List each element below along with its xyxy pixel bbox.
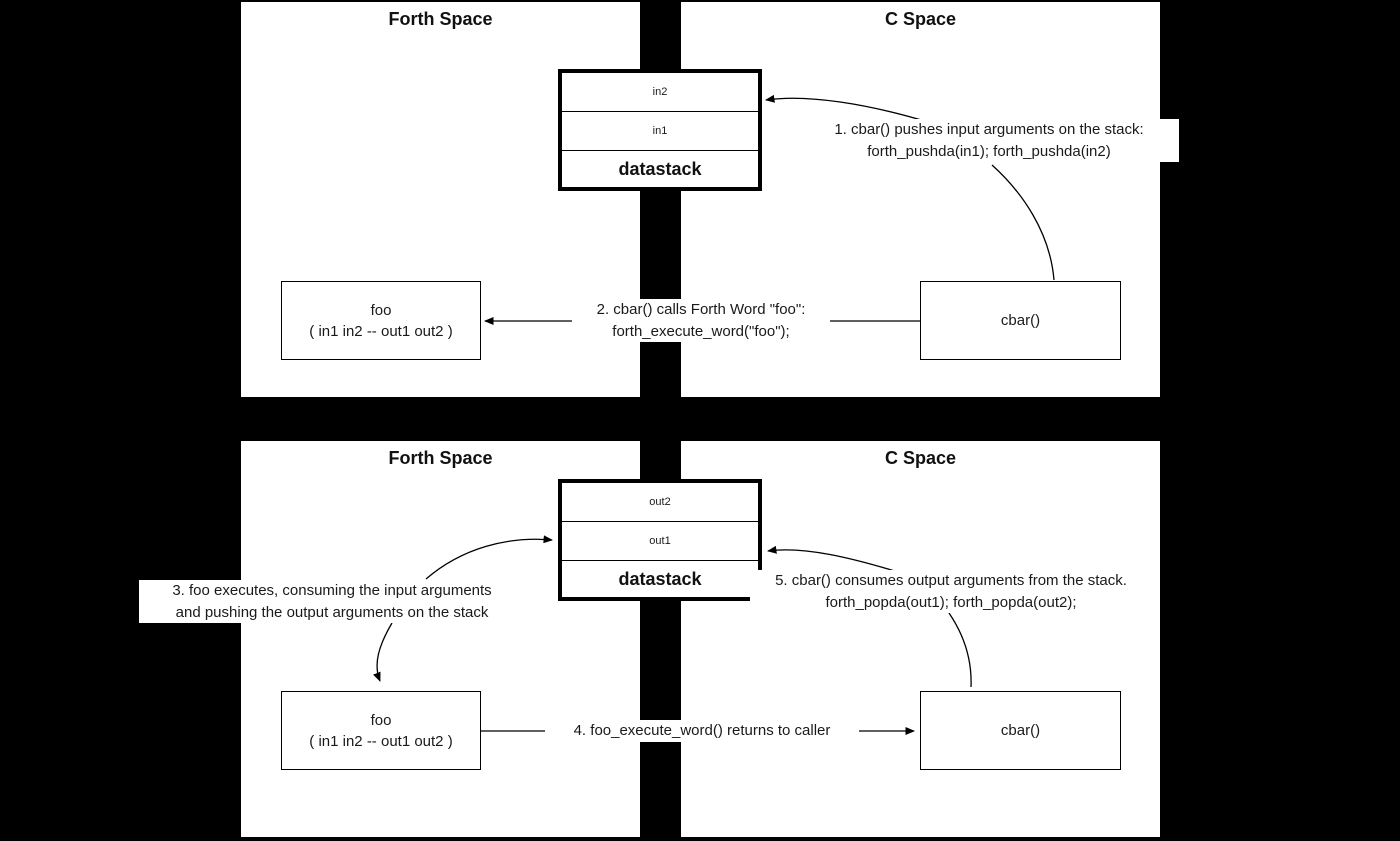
- cbar-function-box-top: cbar(): [920, 281, 1121, 360]
- connector-step5-from-cbar: [948, 612, 972, 688]
- datastack-box-bottom: out2 out1 datastack: [558, 479, 762, 601]
- annotation-step5-line2: forth_popda(out1); forth_popda(out2);: [825, 593, 1077, 611]
- annotation-step5-line1: 5. cbar() consumes output arguments from…: [775, 572, 1127, 589]
- stack-cell-out1: out1: [562, 522, 758, 561]
- annotation-step3-line1: 3. foo executes, consuming the input arg…: [172, 582, 492, 599]
- arrow-step5-pop-from-datastack: [767, 545, 899, 573]
- foo-word-name: foo: [370, 711, 392, 729]
- foo-word-box-bottom: foo ( in1 in2 -- out1 out2 ): [281, 691, 481, 770]
- foo-word-name: foo: [370, 301, 392, 319]
- cbar-function-box-bottom: cbar(): [920, 691, 1121, 770]
- annotation-step3: 3. foo executes, consuming the input arg…: [139, 580, 525, 623]
- datastack-label: datastack: [618, 568, 702, 589]
- arrow-step1-push-to-datastack: [765, 94, 929, 123]
- cbar-function-label: cbar(): [1000, 312, 1041, 329]
- annotation-step1-line2: forth_pushda(in1); forth_pushda(in2): [867, 142, 1111, 160]
- panel-title-c-space: C Space: [884, 448, 957, 468]
- annotation-step2: 2. cbar() calls Forth Word "foo": forth_…: [572, 299, 830, 342]
- stack-cell-out2: out2: [562, 483, 758, 522]
- annotation-step5: 5. cbar() consumes output arguments from…: [750, 570, 1152, 613]
- annotation-step2-line1: 2. cbar() calls Forth Word "foo":: [596, 301, 806, 318]
- annotation-step3-line2: and pushing the output arguments on the …: [175, 603, 489, 621]
- stack-cell-in1: in1: [562, 112, 758, 151]
- panel-title-c-space: C Space: [884, 9, 957, 29]
- foo-word-box-top: foo ( in1 in2 -- out1 out2 ): [281, 281, 481, 360]
- annotation-step1: 1. cbar() pushes input arguments on the …: [799, 119, 1179, 162]
- annotation-step4-line1: 4. foo_execute_word() returns to caller: [573, 722, 831, 739]
- panel-title-forth-space: Forth Space: [388, 448, 493, 468]
- annotation-step1-line1: 1. cbar() pushes input arguments on the …: [834, 121, 1144, 138]
- connector-step1-from-cbar: [991, 164, 1055, 281]
- datastack-label: datastack: [618, 158, 702, 179]
- foo-stack-effect: ( in1 in2 -- out1 out2 ): [309, 732, 453, 750]
- annotation-step4: 4. foo_execute_word() returns to caller: [545, 720, 859, 742]
- annotation-step2-line2: forth_execute_word("foo");: [612, 322, 790, 340]
- cbar-function-label: cbar(): [1000, 722, 1041, 739]
- panel-title-forth-space: Forth Space: [388, 9, 493, 29]
- datastack-box-top: in2 in1 datastack: [558, 69, 762, 191]
- arrow-step3-push-outputs-to-datastack: [425, 535, 553, 580]
- arrow-step3-to-foo: [373, 622, 393, 682]
- stack-cell-in2: in2: [562, 73, 758, 112]
- foo-stack-effect: ( in1 in2 -- out1 out2 ): [309, 322, 453, 340]
